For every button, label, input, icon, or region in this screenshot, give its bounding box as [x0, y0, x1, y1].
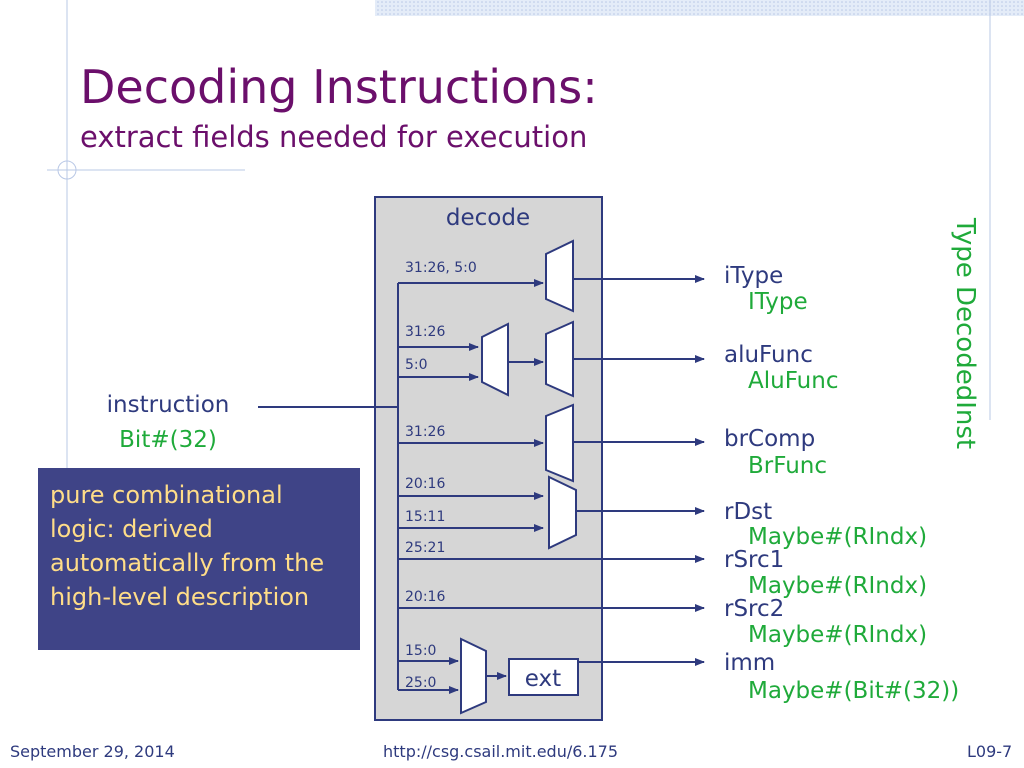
output-brcomp-name: brComp: [724, 426, 815, 452]
footer-url[interactable]: http://csg.csail.mit.edu/6.175: [383, 742, 619, 761]
imm-mux: [460, 637, 487, 715]
output-itype-type: IType: [748, 289, 808, 315]
ext-label: ext: [525, 666, 561, 692]
output-imm-type: Maybe#(Bit#(32)): [748, 678, 959, 704]
field-label-itype: 31:26, 5:0: [405, 260, 477, 276]
output-itype-name: iType: [724, 263, 783, 289]
output-rsrc1-type: Maybe#(RIndx): [748, 573, 927, 599]
field-label-rsrc2: 20:16: [405, 589, 445, 605]
footer-date: September 29, 2014: [10, 742, 175, 761]
field-label-imm-a: 15:0: [405, 643, 436, 659]
rule-ring: [57, 160, 77, 180]
struct-type-label: Type DecodedInst: [950, 217, 980, 449]
alu-decoder-a: [481, 322, 509, 397]
field-label-rsrc1: 25:21: [405, 540, 445, 556]
note-box: pure combinational logic: derived automa…: [38, 468, 360, 650]
input-type: Bit#(32): [119, 427, 217, 453]
output-brcomp-type: BrFunc: [748, 453, 827, 479]
slide-title: Decoding Instructions:: [80, 60, 598, 114]
output-rsrc2-name: rSrc2: [724, 596, 784, 622]
alu-decoder-b: [545, 320, 574, 398]
top-band: [375, 0, 1024, 16]
field-label-rdst-a: 20:16: [405, 476, 445, 492]
field-label-imm-b: 25:0: [405, 675, 436, 691]
output-alufunc-type: AluFunc: [748, 368, 838, 394]
rdst-mux: [548, 475, 577, 550]
footer-slide-number: L09-7: [967, 742, 1013, 761]
output-rdst-type: Maybe#(RIndx): [748, 524, 927, 550]
ext-unit: [508, 658, 579, 696]
field-label-alu-b: 5:0: [405, 357, 428, 373]
output-rdst-name: rDst: [724, 499, 772, 525]
output-rsrc1-name: rSrc1: [724, 547, 784, 573]
field-label-rdst-b: 15:11: [405, 509, 445, 525]
itype-decoder: [545, 239, 574, 313]
field-label-alu-a: 31:26: [405, 324, 445, 340]
slide-subtitle: extract fields needed for execution: [80, 120, 588, 154]
field-label-br: 31:26: [405, 424, 445, 440]
output-imm-name: imm: [724, 650, 775, 676]
output-rsrc2-type: Maybe#(RIndx): [748, 622, 927, 648]
br-decoder: [545, 403, 574, 483]
input-name: instruction: [107, 392, 230, 418]
decode-box-label: decode: [446, 205, 530, 231]
output-alufunc-name: aluFunc: [724, 342, 813, 368]
